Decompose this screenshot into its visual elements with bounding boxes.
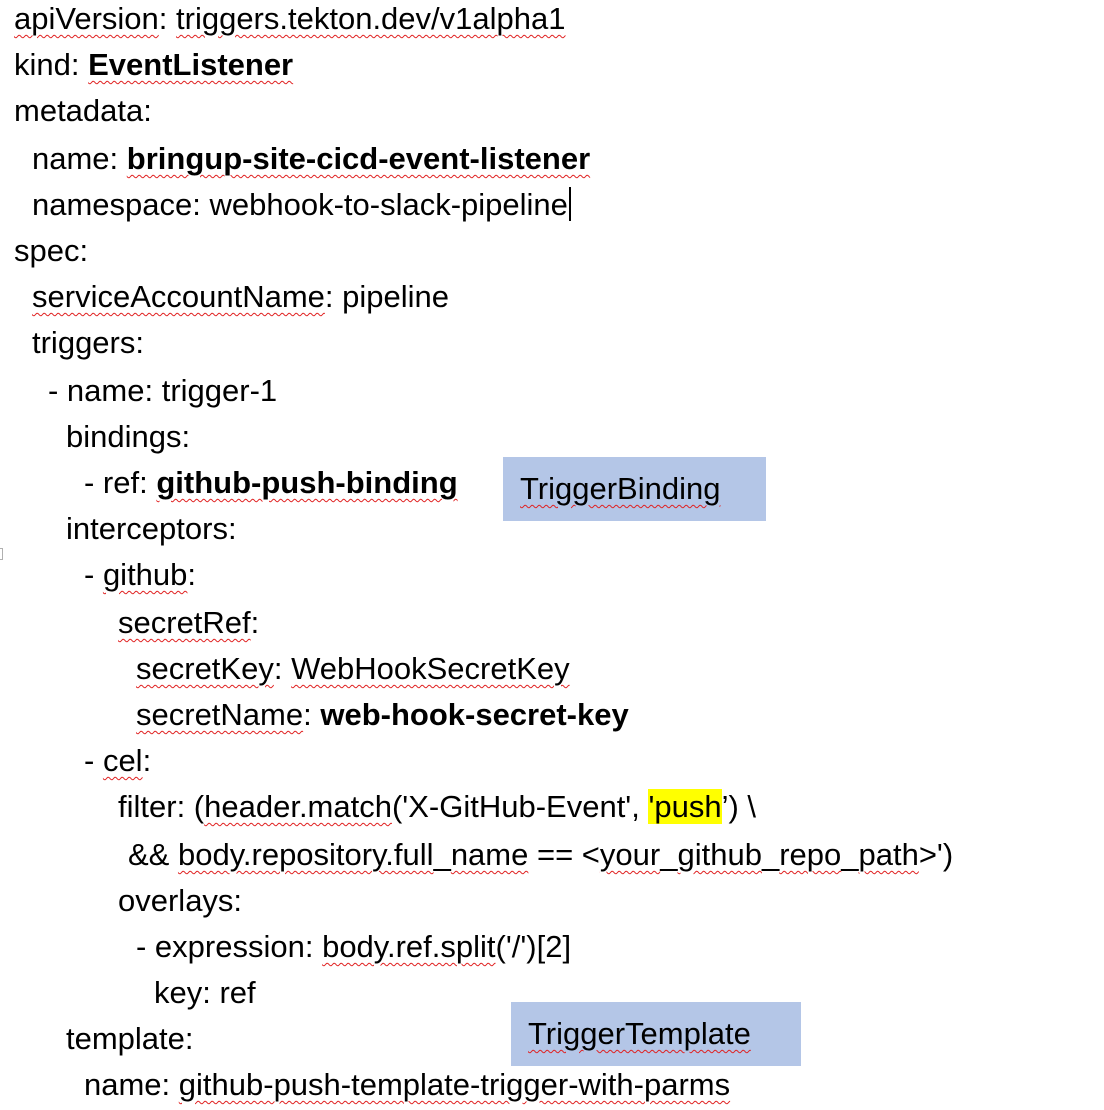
underscore: _: [433, 837, 451, 872]
kind-value: EventListener: [88, 47, 294, 82]
placeholder-part: github: [677, 837, 762, 872]
cel-key: cel: [102, 743, 143, 778]
margin-marker: [0, 548, 3, 560]
separator: :: [273, 651, 292, 686]
line-bindings: bindings:: [66, 418, 190, 456]
line-spec: spec:: [14, 232, 88, 270]
key-text: key: ref: [154, 975, 256, 1010]
service-account-value: pipeline: [342, 279, 450, 314]
triggers-key: triggers:: [32, 325, 144, 360]
underscore: _: [761, 837, 780, 872]
underscore: _: [660, 837, 678, 872]
expression-args: ('/')[2]: [495, 929, 572, 964]
trigger-binding-label: TriggerBinding: [520, 471, 721, 506]
placeholder-part: your: [599, 837, 661, 872]
template-key: template:: [66, 1021, 194, 1056]
github-key: github: [102, 557, 188, 592]
line-filter: filter: (header.match('X-GitHub-Event', …: [118, 788, 756, 826]
secretname-value: web-hook-secret-key: [320, 697, 629, 732]
trigger-binding-callout: TriggerBinding: [503, 457, 766, 521]
secretref-key: secretRef: [118, 605, 251, 640]
namespace-value: webhook-to-slack-pipeline: [209, 187, 568, 222]
secretkey-value: WebHookSecretKey: [291, 651, 570, 686]
name-value: bringup-site-cicd-event-listener: [126, 141, 591, 176]
filter-args: ('X-GitHub-Event',: [391, 789, 649, 824]
line-service-account: serviceAccountName: pipeline: [32, 278, 449, 316]
line-trigger-name: - name: trigger-1: [48, 372, 277, 410]
secretname-key: secretName: [136, 697, 304, 732]
secretkey-key: secretKey: [136, 651, 274, 686]
filter-suffix: ’) \: [721, 789, 757, 824]
line-metadata: metadata:: [14, 92, 152, 130]
ref-value: github-push-binding: [156, 465, 458, 500]
placeholder-part: repo: [779, 837, 842, 872]
placeholder-part: path: [858, 837, 919, 872]
line-template-name: name: github-push-template-trigger-with-…: [84, 1066, 730, 1104]
line-namespace: namespace: webhook-to-slack-pipeline: [32, 186, 571, 224]
separator: :: [324, 279, 343, 314]
namespace-key: namespace:: [32, 187, 210, 222]
repository-path: body.repository.full: [177, 837, 434, 872]
separator: :: [250, 605, 260, 640]
line-secretref: secretRef:: [118, 604, 259, 642]
filter-end: >'): [918, 837, 954, 872]
and-operator: &&: [128, 837, 178, 872]
apiversion-key: apiVersion: [14, 1, 159, 36]
line-apiversion: apiVersion: triggers.tekton.dev/v1alpha1: [14, 0, 565, 38]
list-dash: -: [84, 743, 103, 778]
overlays-key: overlays:: [118, 883, 243, 918]
line-github: - github:: [84, 556, 196, 594]
separator: :: [70, 47, 89, 82]
line-key: key: ref: [154, 974, 256, 1012]
list-dash: -: [84, 557, 103, 592]
template-name-key: name:: [84, 1067, 179, 1102]
line-ref: - ref: github-push-binding: [84, 464, 458, 502]
line-kind: kind: EventListener: [14, 46, 293, 84]
line-interceptors: interceptors:: [66, 510, 237, 548]
line-secretname: secretName: web-hook-secret-key: [136, 696, 629, 734]
name-key: name:: [32, 141, 127, 176]
line-secretkey: secretKey: WebHookSecretKey: [136, 650, 570, 688]
underscore: _: [841, 837, 859, 872]
equals-operator: == <: [528, 837, 600, 872]
trigger-template-callout: TriggerTemplate: [511, 1002, 801, 1066]
filter-function: header.match: [204, 789, 392, 824]
spec-key: spec:: [14, 233, 89, 268]
template-name-value: github-push-template-trigger-with-parms: [178, 1067, 731, 1102]
interceptors-key: interceptors:: [66, 511, 237, 546]
separator: :: [142, 743, 152, 778]
line-expression: - expression: body.ref.split('/')[2]: [136, 928, 571, 966]
line-cel: - cel:: [84, 742, 151, 780]
line-overlays: overlays:: [118, 882, 242, 920]
line-filter-continuation: && body.repository.full_name == <your_gi…: [128, 836, 953, 874]
line-triggers: triggers:: [32, 324, 144, 362]
name-part: name: [450, 837, 529, 872]
line-template: template:: [66, 1020, 194, 1058]
expression-key: - expression:: [136, 929, 323, 964]
filter-key: filter: (: [118, 789, 205, 824]
line-metadata-name: name: bringup-site-cicd-event-listener: [32, 140, 590, 178]
trigger-name-text: - name: trigger-1: [48, 373, 278, 408]
expression-function: body.ref.split: [322, 929, 496, 964]
bindings-key: bindings:: [66, 419, 191, 454]
text-cursor: [568, 187, 571, 221]
ref-key: - ref:: [84, 465, 157, 500]
trigger-template-label: TriggerTemplate: [528, 1016, 751, 1051]
highlighted-push: 'push: [648, 789, 722, 824]
separator: :: [158, 1, 177, 36]
apiversion-value: triggers.tekton.dev/v1alpha1: [176, 1, 566, 36]
metadata-key: metadata:: [14, 93, 152, 128]
kind-key: kind: [14, 47, 71, 82]
service-account-key: serviceAccountName: [32, 279, 325, 314]
separator: :: [187, 557, 197, 592]
separator: :: [303, 697, 321, 732]
